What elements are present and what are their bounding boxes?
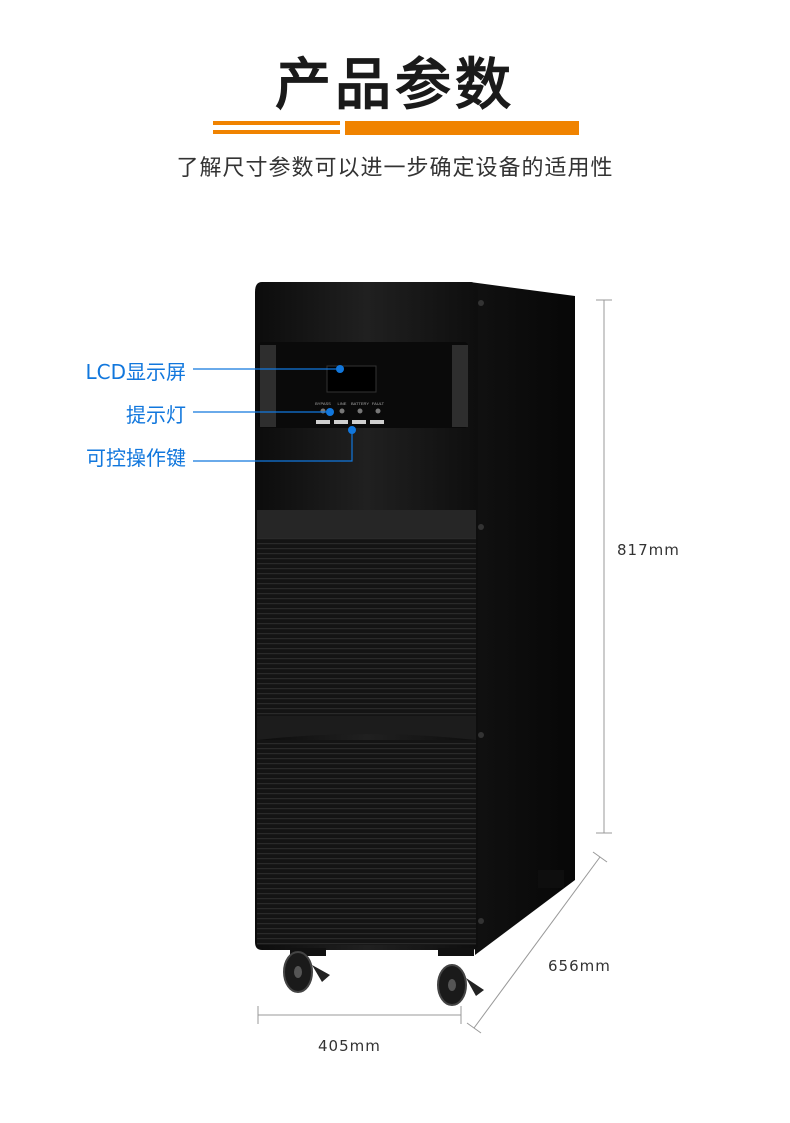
caster-wheel-left bbox=[283, 948, 330, 993]
accent-bar-right bbox=[345, 121, 579, 135]
caster-wheel-right bbox=[437, 948, 484, 1006]
panel-label-bypass: BYPASS bbox=[315, 401, 331, 406]
callout-indicator-label: 提示灯 bbox=[126, 403, 186, 427]
accent-bar-left-top bbox=[213, 121, 340, 125]
dimension-height-label: 817mm bbox=[617, 541, 680, 559]
dim-line-depth bbox=[473, 856, 601, 1029]
callout-lcd-label: LCD显示屏 bbox=[85, 360, 186, 384]
panel-label-battery: BATTERY bbox=[351, 401, 369, 406]
upper-grille bbox=[257, 538, 476, 716]
lower-grille bbox=[257, 740, 476, 945]
page-title: 产品参数 bbox=[275, 53, 515, 118]
callout-line-buttons bbox=[193, 430, 353, 462]
page-subtitle: 了解尺寸参数可以进一步确定设备的适用性 bbox=[176, 156, 614, 181]
lcd-screen bbox=[326, 365, 377, 393]
callout-buttons-label: 可控操作键 bbox=[86, 446, 186, 470]
cabinet-side-panel bbox=[470, 282, 575, 955]
dimension-width-label: 405mm bbox=[318, 1037, 381, 1055]
caster-wheel-back bbox=[538, 870, 564, 888]
dimension-depth-label: 656mm bbox=[548, 957, 611, 975]
panel-label-fault: FAULT bbox=[372, 401, 385, 406]
control-buttons bbox=[316, 420, 384, 424]
accent-bar-left-bottom bbox=[213, 130, 340, 134]
panel-label-line: LINE bbox=[338, 401, 347, 406]
